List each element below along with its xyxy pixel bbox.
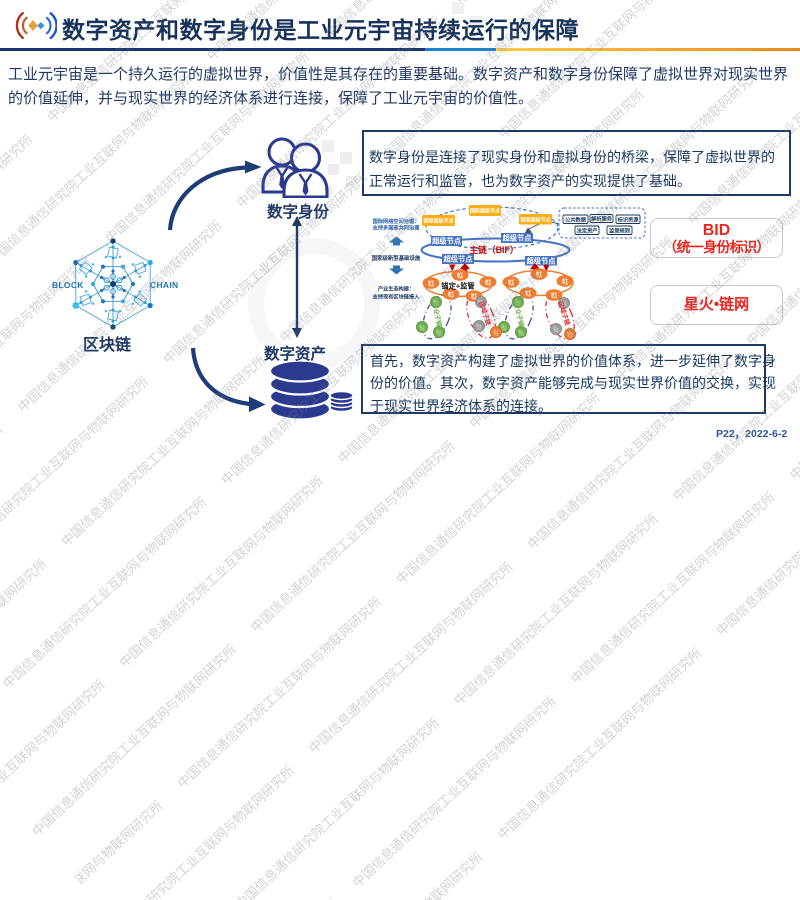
svg-text:骨干: 骨干 <box>457 271 463 276</box>
svg-text:锚定+监管: 锚定+监管 <box>441 282 474 291</box>
svg-text:骨干: 骨干 <box>448 290 454 295</box>
svg-text:行业子链: 行业子链 <box>430 301 443 329</box>
svg-text:节点: 节点 <box>436 332 442 336</box>
svg-text:节点: 节点 <box>561 303 567 307</box>
svg-text:接入: 接入 <box>515 299 521 303</box>
svg-text:节点: 节点 <box>525 292 531 297</box>
svg-text:接入: 接入 <box>419 324 425 328</box>
svg-text:接入: 接入 <box>476 323 482 327</box>
svg-text:解析服务: 解析服务 <box>591 215 613 223</box>
svg-text:主链（BIF）: 主链（BIF） <box>469 244 518 255</box>
svg-text:节点: 节点 <box>428 282 434 287</box>
svg-text:节点: 节点 <box>493 332 499 336</box>
svg-text:支持多国家共同治理: 支持多国家共同治理 <box>372 224 421 232</box>
svg-text:节点: 节点 <box>501 327 507 331</box>
svg-text:接入: 接入 <box>561 300 567 304</box>
svg-text:骨干: 骨干 <box>536 270 542 275</box>
svg-text:接入: 接入 <box>553 326 559 330</box>
svg-text:行业子链: 行业子链 <box>512 301 525 329</box>
svg-text:国际超级节点: 国际超级节点 <box>423 218 453 225</box>
svg-text:节点: 节点 <box>553 329 559 333</box>
svg-text:骨干: 骨干 <box>551 291 557 296</box>
svg-text:节点: 节点 <box>478 302 484 306</box>
svg-text:接入: 接入 <box>501 324 507 328</box>
svg-text:监管规则: 监管规则 <box>609 226 630 234</box>
svg-text:骨干: 骨干 <box>508 278 514 283</box>
svg-text:节点: 节点 <box>515 302 521 306</box>
svg-text:接入: 接入 <box>567 331 573 335</box>
svg-text:骨干: 骨干 <box>471 292 477 297</box>
svg-text:超级节点: 超级节点 <box>526 256 557 265</box>
svg-text:节点: 节点 <box>419 327 425 331</box>
svg-text:节点: 节点 <box>536 273 542 278</box>
svg-text:节点: 节点 <box>433 302 439 306</box>
svg-text:法定资产: 法定资产 <box>577 226 598 234</box>
svg-text:骨干: 骨干 <box>485 278 491 283</box>
svg-text:节点: 节点 <box>476 326 482 330</box>
svg-text:接入: 接入 <box>493 329 499 333</box>
svg-text:节点: 节点 <box>448 293 454 298</box>
svg-text:超级节点: 超级节点 <box>502 234 533 243</box>
svg-text:接入: 接入 <box>478 299 484 303</box>
svg-text:节点: 节点 <box>567 334 573 338</box>
svg-text:节点: 节点 <box>518 332 524 336</box>
svg-text:节点: 节点 <box>551 294 557 299</box>
svg-text:接入: 接入 <box>436 329 442 333</box>
svg-text:接入: 接入 <box>433 299 439 303</box>
svg-text:节点: 节点 <box>508 281 514 286</box>
svg-text:超级节点: 超级节点 <box>431 237 462 246</box>
svg-text:骨干: 骨干 <box>428 279 434 284</box>
svg-text:节点: 节点 <box>485 281 491 286</box>
svg-text:骨干: 骨干 <box>525 289 531 294</box>
svg-text:接入: 接入 <box>518 329 524 333</box>
svg-text:国际超级节点: 国际超级节点 <box>520 216 550 223</box>
svg-text:支持现有区块链接入: 支持现有区块链接入 <box>372 293 421 301</box>
svg-text:产业生态构建：: 产业生态构建： <box>378 284 414 292</box>
svg-text:节点: 节点 <box>562 280 568 285</box>
svg-text:节点: 节点 <box>471 295 477 300</box>
svg-text:超级节点: 超级节点 <box>443 255 474 264</box>
svg-text:国际超级节点: 国际超级节点 <box>470 208 500 215</box>
svg-text:国际网络空间治理：: 国际网络空间治理： <box>373 217 420 225</box>
svg-text:标识资源: 标识资源 <box>617 215 640 223</box>
svg-text:国家级新型基础设施: 国家级新型基础设施 <box>372 254 421 262</box>
svg-text:公共数据: 公共数据 <box>565 215 587 223</box>
svg-text:节点: 节点 <box>457 274 463 279</box>
svg-text:骨干: 骨干 <box>562 277 568 282</box>
